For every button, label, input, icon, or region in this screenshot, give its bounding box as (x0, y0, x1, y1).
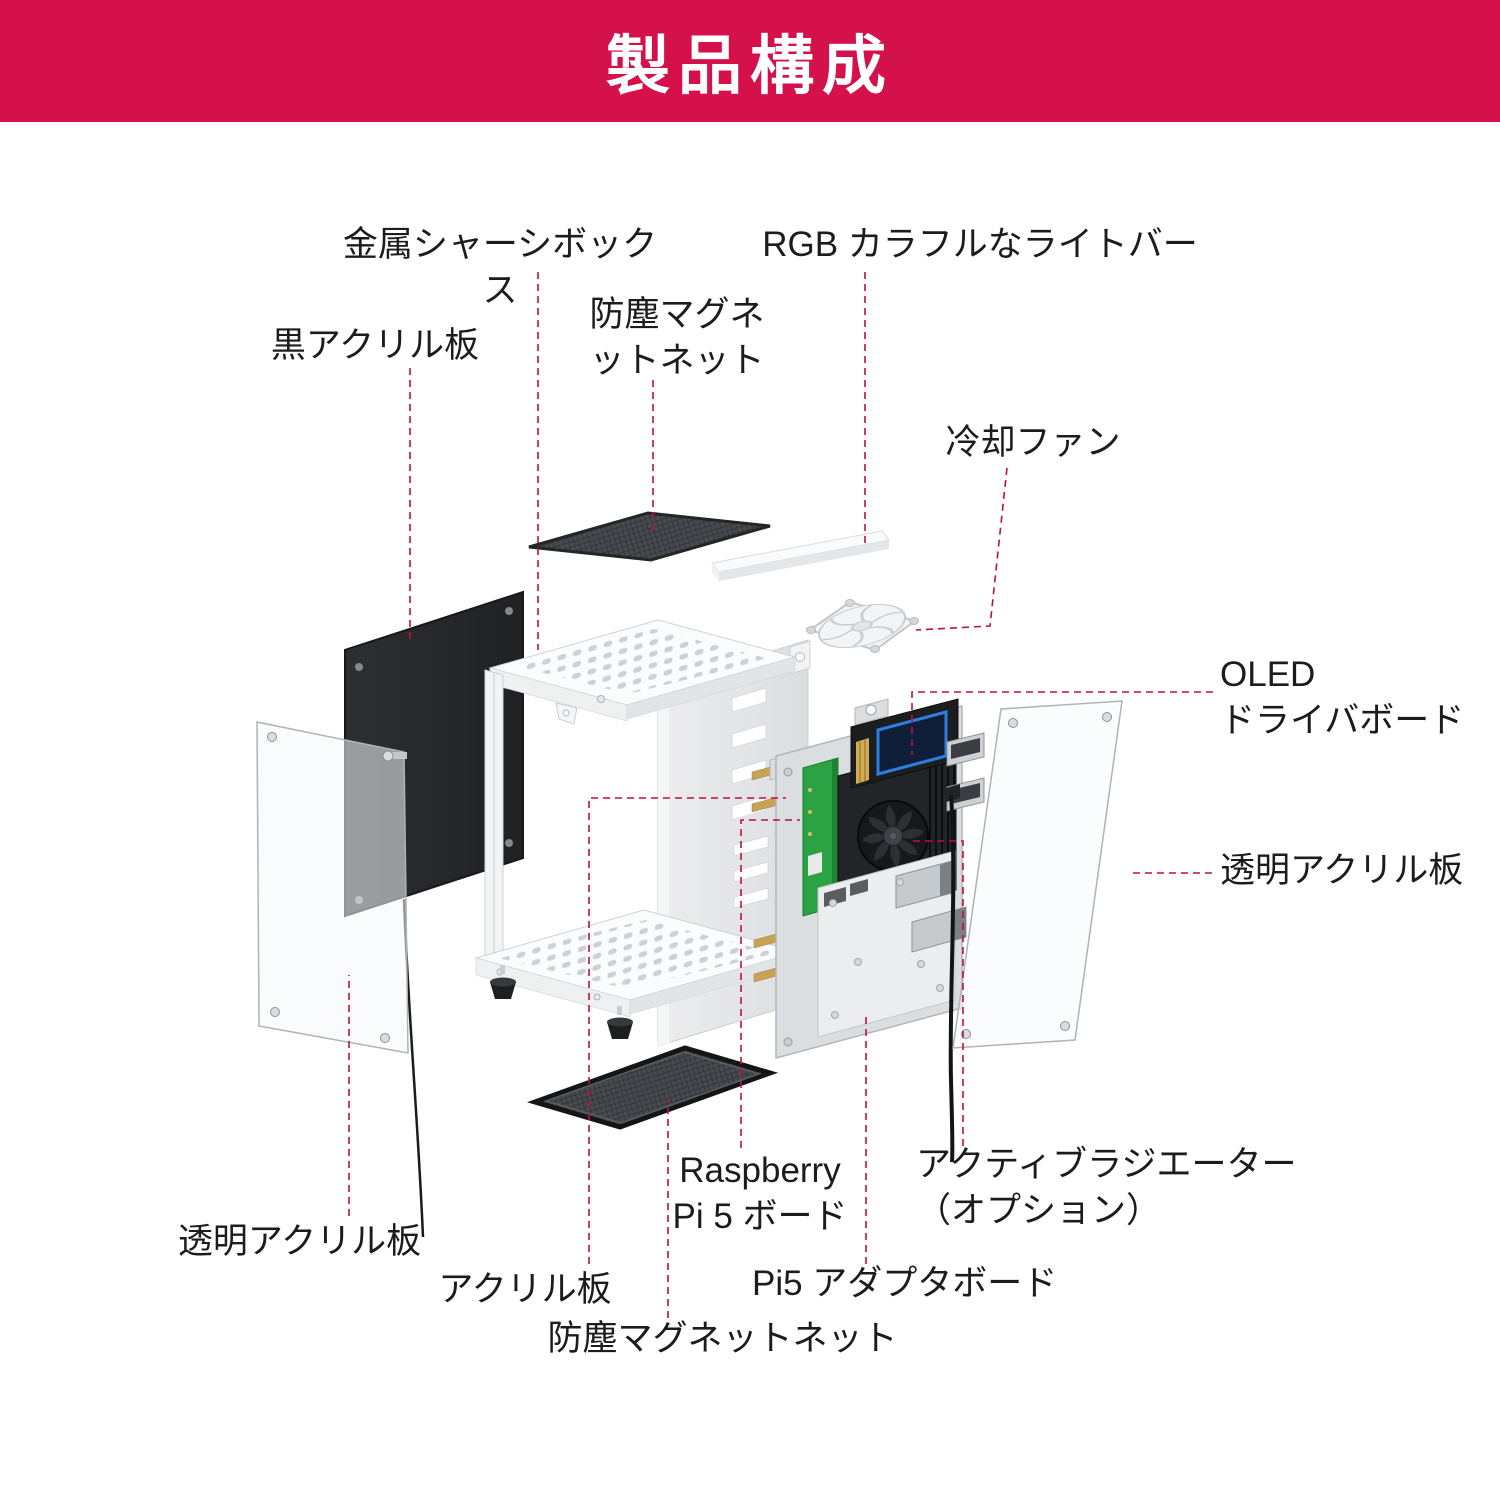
rubber-feet (490, 965, 633, 1039)
screw (355, 663, 363, 671)
raspberry-pi5-board (802, 757, 839, 917)
label-rgb-light-bar: RGB カラフルなライトバー (762, 225, 1198, 264)
screw (1008, 718, 1018, 728)
label-dust-magnet-net-bottom: 防塵マグネットネット (547, 1319, 898, 1358)
page-title: 製品構成 (606, 30, 894, 102)
cooling-fan (806, 599, 919, 653)
label-dust-magnet-net-top: 防塵マグネ ットネット (589, 295, 765, 380)
leader-cooling-fan (915, 467, 1008, 631)
label-active-radiator-option: アクティブラジエーター （オプション） (916, 1145, 1297, 1230)
leader-active-radiator (910, 840, 964, 1146)
standoff (392, 752, 407, 759)
sd-slot (808, 852, 822, 876)
metal-chassis-box (474, 619, 811, 1047)
clear-acrylic-panel-left (256, 721, 409, 1054)
vent-slot (731, 687, 767, 713)
vent-slot (731, 723, 767, 749)
label-black-acrylic-plate: 黒アクリル板 (270, 326, 480, 365)
label-clear-acrylic-plate-left: 透明アクリル板 (177, 1222, 422, 1261)
screw (267, 732, 277, 742)
label-raspberry-pi5-board: Raspberry Pi 5 ボード (672, 1151, 848, 1236)
screw (382, 750, 394, 762)
leader-oled (911, 691, 1213, 755)
screw (505, 607, 513, 615)
chassis-bottom-tray (474, 909, 800, 1018)
oled-driver-board (850, 698, 959, 789)
label-acrylic-plate: アクリル板 (438, 1270, 612, 1309)
label-clear-acrylic-plate-right: 透明アクリル板 (1220, 851, 1464, 890)
pi-assembly (751, 698, 985, 1163)
screw (597, 695, 605, 703)
heatsink-fan (857, 800, 929, 872)
screw (1102, 712, 1112, 722)
vent-slot (733, 835, 769, 857)
title-banner: 製品構成 (0, 0, 1500, 122)
screw-hole (562, 709, 570, 717)
screw (505, 839, 513, 847)
power-cable (948, 794, 956, 1163)
pin-header (856, 738, 869, 784)
vent-slot (733, 861, 769, 883)
screw-hole (795, 652, 805, 662)
vent-slot (731, 795, 767, 821)
label-pi5-adapter-board: Pi5 アダプタボード (752, 1264, 1058, 1303)
screw (1060, 1021, 1070, 1031)
screw (270, 1007, 280, 1017)
dust-mesh-top (528, 511, 771, 562)
brass-standoffs (751, 764, 781, 983)
screw (593, 993, 601, 1001)
rgb-light-bar (711, 530, 890, 581)
leader-raspberry-pi (740, 819, 800, 1148)
label-metal-chassis-box: 金属シャーシボックス (342, 225, 658, 310)
pi5-adapter-board (817, 850, 967, 1038)
screw (380, 1033, 390, 1043)
vent-slot (733, 887, 769, 909)
leader-lines (348, 272, 1213, 1318)
fan-blades (818, 603, 906, 649)
dust-mesh-bottom (526, 1045, 779, 1130)
label-cooling-fan: 冷却ファン (945, 423, 1121, 462)
label-oled-driver-board: OLED ドライバボード (1220, 655, 1465, 740)
